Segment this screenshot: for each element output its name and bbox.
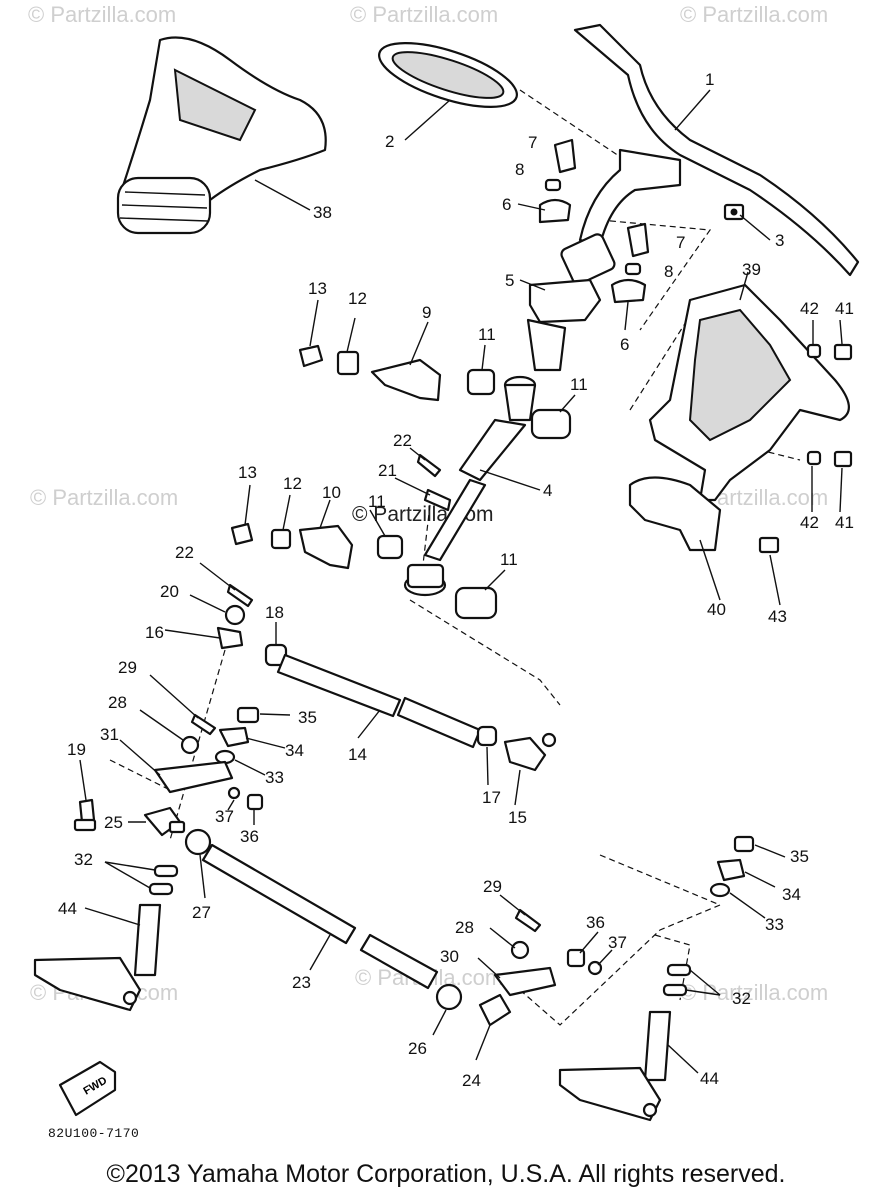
watermark: © Partzilla.com — [28, 2, 176, 27]
callout-25: 25 — [104, 813, 123, 832]
callout-6: 6 — [502, 195, 511, 214]
parts-25-32 — [143, 806, 186, 896]
callout-41: 41 — [835, 299, 854, 318]
callout-5: 5 — [505, 271, 514, 290]
callout-15: 15 — [508, 808, 527, 827]
callout-28: 28 — [455, 918, 474, 937]
callout-22: 22 — [393, 431, 412, 450]
callout-39: 39 — [742, 260, 761, 279]
callout-2: 2 — [385, 132, 394, 151]
callout-22: 22 — [175, 543, 194, 562]
callout-43: 43 — [768, 607, 787, 626]
callout-32: 32 — [74, 850, 93, 869]
callout-42: 42 — [800, 299, 819, 318]
callout-21: 21 — [378, 461, 397, 480]
parts-15-17 — [476, 725, 557, 772]
part-3-bolt — [723, 203, 745, 221]
callout-41: 41 — [835, 513, 854, 532]
callout-33: 33 — [765, 915, 784, 934]
callout-23: 23 — [292, 973, 311, 992]
parts-41-42 — [806, 343, 853, 468]
hardware-left-group — [180, 706, 260, 765]
callout-27: 27 — [192, 903, 211, 922]
callout-8: 8 — [515, 160, 524, 179]
fwd-badge: FWD — [58, 1060, 117, 1117]
part-38-handlebar-cover — [116, 36, 327, 235]
part-11-bushings — [376, 368, 572, 620]
parts-6-7-8-holders — [538, 138, 650, 304]
part-2-pad — [378, 42, 518, 108]
callout-3: 3 — [775, 231, 784, 250]
callout-44: 44 — [58, 899, 77, 918]
part-39-bracket — [648, 283, 850, 502]
callout-37: 37 — [608, 933, 627, 952]
callout-24: 24 — [462, 1071, 481, 1090]
drawing-code: 82U100-7170 — [48, 1126, 140, 1141]
callout-34: 34 — [782, 885, 801, 904]
watermark: © Partzilla.com — [30, 485, 178, 510]
callout-19: 19 — [67, 740, 86, 759]
callout-16: 16 — [145, 623, 164, 642]
parts-21-22-clips — [226, 453, 452, 608]
callout-12: 12 — [283, 474, 302, 493]
callout-11: 11 — [570, 375, 588, 394]
parts-9-10-12-13-clamps — [230, 344, 442, 570]
callout-29: 29 — [483, 877, 502, 896]
callout-28: 28 — [108, 693, 127, 712]
parts-19-31-36-37 — [73, 760, 264, 832]
callouts: 1 2 3 4 5 6 6 7 7 8 8 9 10 11 11 11 11 1… — [58, 70, 854, 1090]
callout-30: 30 — [440, 947, 459, 966]
callout-35: 35 — [298, 708, 317, 727]
callout-11: 11 — [478, 325, 496, 344]
watermark: © Partzilla.com — [350, 2, 498, 27]
callout-1: 1 — [705, 70, 714, 89]
part-23-27-lower-rod — [184, 828, 463, 1011]
callout-35: 35 — [790, 847, 809, 866]
callout-31: 31 — [100, 725, 119, 744]
callout-37: 37 — [215, 807, 234, 826]
callout-44: 44 — [700, 1069, 719, 1088]
callout-36: 36 — [586, 913, 605, 932]
hardware-right-group — [566, 835, 755, 997]
parts-24-28-29-30 — [478, 908, 557, 1027]
parts-40-43 — [628, 476, 780, 554]
callout-4: 4 — [543, 481, 552, 500]
callout-6: 6 — [620, 335, 629, 354]
watermark: © Partzilla.com — [680, 2, 828, 27]
part-1-handlebar — [560, 23, 860, 285]
callout-7: 7 — [528, 133, 537, 152]
callout-13: 13 — [308, 279, 327, 298]
callout-26: 26 — [408, 1039, 427, 1058]
part-14-rod — [276, 653, 482, 749]
callout-18: 18 — [265, 603, 284, 622]
callout-17: 17 — [482, 788, 501, 807]
callout-12: 12 — [348, 289, 367, 308]
callout-38: 38 — [313, 203, 332, 222]
callout-34: 34 — [285, 741, 304, 760]
callout-36: 36 — [240, 827, 259, 846]
leader-lines — [79, 89, 843, 1074]
callout-33: 33 — [265, 768, 284, 787]
copyright-notice: ©2013 Yamaha Motor Corporation, U.S.A. A… — [106, 1160, 786, 1188]
callout-7: 7 — [676, 233, 685, 252]
part-5-upper-holder — [528, 278, 602, 324]
callout-13: 13 — [238, 463, 257, 482]
callout-20: 20 — [160, 582, 179, 601]
callout-32: 32 — [732, 989, 751, 1008]
callout-14: 14 — [348, 745, 367, 764]
parts-16-18-20 — [216, 604, 288, 667]
callout-11: 11 — [500, 550, 518, 569]
callout-11: 11 — [368, 492, 386, 511]
part-4-steering-column — [403, 318, 567, 597]
callout-9: 9 — [422, 303, 431, 322]
part-44-steering-arms — [33, 903, 672, 1122]
callout-8: 8 — [664, 262, 673, 281]
callout-42: 42 — [800, 513, 819, 532]
callout-10: 10 — [322, 483, 341, 502]
callout-40: 40 — [707, 600, 726, 619]
callout-29: 29 — [118, 658, 137, 677]
